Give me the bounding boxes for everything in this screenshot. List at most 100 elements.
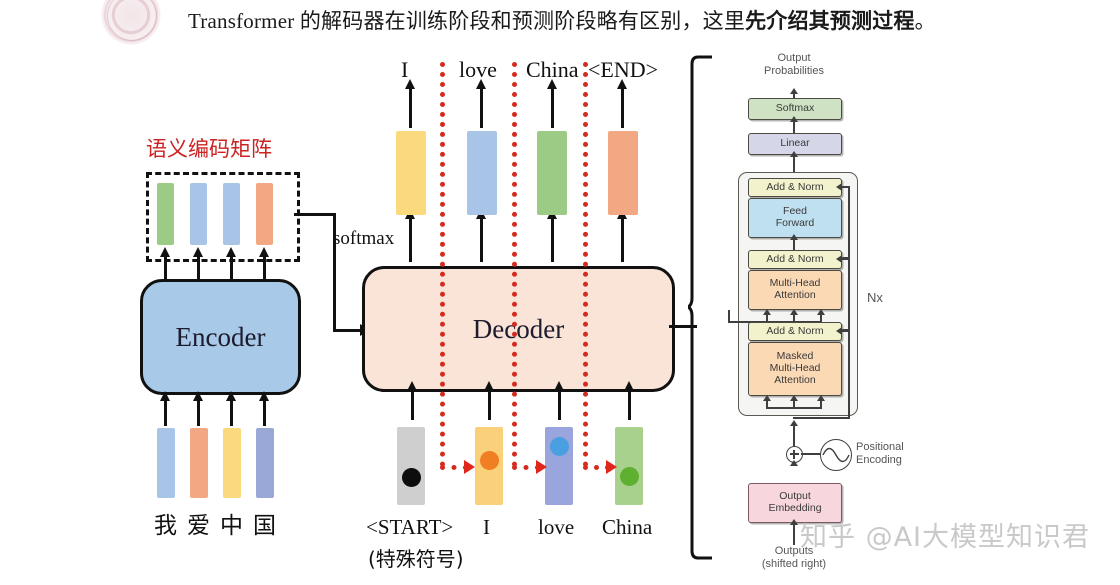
input-to-encoder-arrow-2 bbox=[193, 391, 203, 426]
university-seal-watermark bbox=[88, 0, 174, 58]
masked-qkv-line-1 bbox=[766, 400, 768, 408]
ff-residual-hline-top bbox=[840, 186, 850, 188]
matrix-to-decoder-vline bbox=[333, 213, 336, 332]
decoder-input-bar-i bbox=[475, 427, 503, 505]
feedback-line-1-vertical bbox=[440, 62, 445, 467]
masked-qkv-arrow-2 bbox=[790, 395, 798, 401]
expansion-brace bbox=[684, 55, 714, 560]
input-to-decoder-arrow-3 bbox=[554, 381, 564, 420]
encoder-to-matrix-arrow-3 bbox=[226, 247, 236, 280]
input-to-decoder-arrow-4 bbox=[624, 381, 634, 420]
pos-to-stack-arrow bbox=[790, 420, 798, 426]
input-to-decoder-arrow-2 bbox=[484, 381, 494, 420]
semantic-matrix-label: 语义编码矩阵 bbox=[146, 137, 272, 161]
page-title: Transformer 的解码器在训练阶段和预测阶段略有区别，这里先介绍其预测过… bbox=[188, 5, 1018, 35]
decoder-to-output-arrow-4 bbox=[617, 209, 627, 262]
feedback-arrow-2 bbox=[536, 460, 547, 474]
input-to-decoder-arrow-1 bbox=[407, 381, 417, 420]
softmax-to-output-arrow bbox=[790, 88, 798, 94]
mha-qkv-arrow-3 bbox=[817, 309, 825, 315]
encoder-to-matrix-arrow-1 bbox=[160, 247, 170, 280]
multi-head-line2: Attention bbox=[774, 289, 816, 301]
decoder-box: Decoder bbox=[362, 266, 675, 392]
input-to-encoder-arrow-4 bbox=[259, 391, 269, 426]
masked-qkv-arrow-3 bbox=[817, 395, 825, 401]
input-bar-3 bbox=[223, 428, 241, 498]
mha-qkv-line-3 bbox=[820, 314, 822, 322]
outputs-to-embedding-line bbox=[793, 521, 795, 545]
output-bar-to-label-arrow-4 bbox=[617, 79, 627, 128]
add-norm-top-label: Add & Norm bbox=[766, 180, 824, 193]
mha-qkv-bus bbox=[728, 321, 822, 323]
decoder-input-bar-china bbox=[615, 427, 643, 505]
feedback-arrow-3 bbox=[606, 460, 617, 474]
add-norm-mid-box: Add & Norm bbox=[748, 250, 842, 269]
encoder-to-matrix-arrow-4 bbox=[259, 247, 269, 280]
decoder-input-bar-start bbox=[397, 427, 425, 505]
embedding-to-plus-arrow bbox=[790, 460, 798, 466]
output-embedding-line2: Embedding bbox=[768, 502, 822, 514]
output-token-label-3: China bbox=[526, 57, 579, 82]
decoder-input-label-i: I bbox=[483, 515, 490, 539]
decoder-input-bar-love bbox=[545, 427, 573, 505]
positional-encoding-icon bbox=[820, 439, 852, 471]
masked-residual-vline bbox=[848, 330, 850, 418]
positional-line2: Encoding bbox=[856, 453, 902, 466]
decoder-to-output-arrow-2 bbox=[476, 209, 486, 262]
multi-head-line1: Multi-Head bbox=[769, 277, 821, 290]
linear-to-softmax-line bbox=[793, 118, 795, 135]
softmax-label: softmax bbox=[333, 228, 395, 249]
input-bar-4 bbox=[256, 428, 274, 498]
stack-to-linear-arrow bbox=[790, 151, 798, 157]
encoder-to-matrix-arrow-2 bbox=[193, 247, 203, 280]
multi-head-attention-box: Multi-Head Attention bbox=[748, 270, 842, 310]
add-norm-bottom-label: Add & Norm bbox=[766, 324, 824, 337]
input-to-encoder-arrow-1 bbox=[160, 391, 170, 426]
pos-to-stack-line bbox=[793, 425, 795, 448]
positional-encoding-label: Positional Encoding bbox=[856, 441, 904, 467]
feedback-line-2-horizontal bbox=[512, 465, 540, 470]
transformer-decoder-detail: Output Probabilities Softmax Linear Add … bbox=[700, 40, 960, 585]
feed-forward-input-line bbox=[793, 236, 795, 258]
outputs-line2: (shifted right) bbox=[761, 557, 827, 570]
stack-to-linear-line bbox=[793, 153, 795, 173]
output-bar-to-label-arrow-1 bbox=[405, 79, 415, 128]
feed-forward-line1: Feed bbox=[783, 205, 807, 218]
mha-qkv-line-1 bbox=[766, 314, 768, 322]
input-to-encoder-arrow-3 bbox=[226, 391, 236, 426]
output-embedding-line1: Output bbox=[779, 490, 811, 503]
masked-line2: Multi-Head bbox=[769, 362, 821, 375]
outputs-line1: Outputs bbox=[774, 545, 814, 557]
output-embedding-box: Output Embedding bbox=[748, 483, 842, 523]
output-token-label-2: love bbox=[459, 57, 497, 82]
output-token-label-1: I bbox=[401, 57, 409, 82]
softmax-box-label: Softmax bbox=[775, 102, 815, 115]
headline-prefix: Transformer 的解码器在训练阶段和预测阶段略有区别，这里 bbox=[188, 9, 746, 33]
feedback-line-1-horizontal bbox=[440, 465, 468, 470]
masked-qkv-arrow-1 bbox=[763, 395, 771, 401]
decoder-input-label-love: love bbox=[538, 515, 575, 539]
mha-residual-arrow bbox=[836, 255, 842, 263]
decoder-input-label-china: China bbox=[602, 515, 653, 539]
mha-residual-hline-top bbox=[840, 258, 850, 260]
linear-to-softmax-arrow bbox=[790, 116, 798, 122]
semantic-encoding-matrix bbox=[146, 172, 300, 262]
input-token-label-4: 国 bbox=[253, 513, 276, 539]
output-bar-2 bbox=[467, 131, 497, 215]
output-probabilities-label: Output Probabilities bbox=[729, 52, 859, 78]
output-probabilities-line1: Output bbox=[777, 52, 811, 64]
add-norm-top-box: Add & Norm bbox=[748, 178, 842, 197]
decoder-input-dot-china bbox=[620, 467, 639, 486]
matrix-to-decoder-hline-top bbox=[294, 213, 336, 216]
input-token-label-2: 爱 bbox=[187, 513, 210, 539]
feedback-arrow-1 bbox=[464, 460, 475, 474]
masked-residual-hline-top bbox=[840, 330, 850, 332]
outputs-label: Outputs (shifted right) bbox=[733, 545, 855, 571]
input-bar-2 bbox=[190, 428, 208, 498]
feed-forward-line2: Forward bbox=[775, 217, 815, 229]
decoder-to-output-arrow-3 bbox=[547, 209, 557, 262]
nx-label: Nx bbox=[867, 290, 883, 305]
masked-residual-arrow bbox=[836, 327, 842, 335]
encoder-input-stub bbox=[728, 310, 730, 322]
headline-suffix: 。 bbox=[914, 9, 936, 33]
